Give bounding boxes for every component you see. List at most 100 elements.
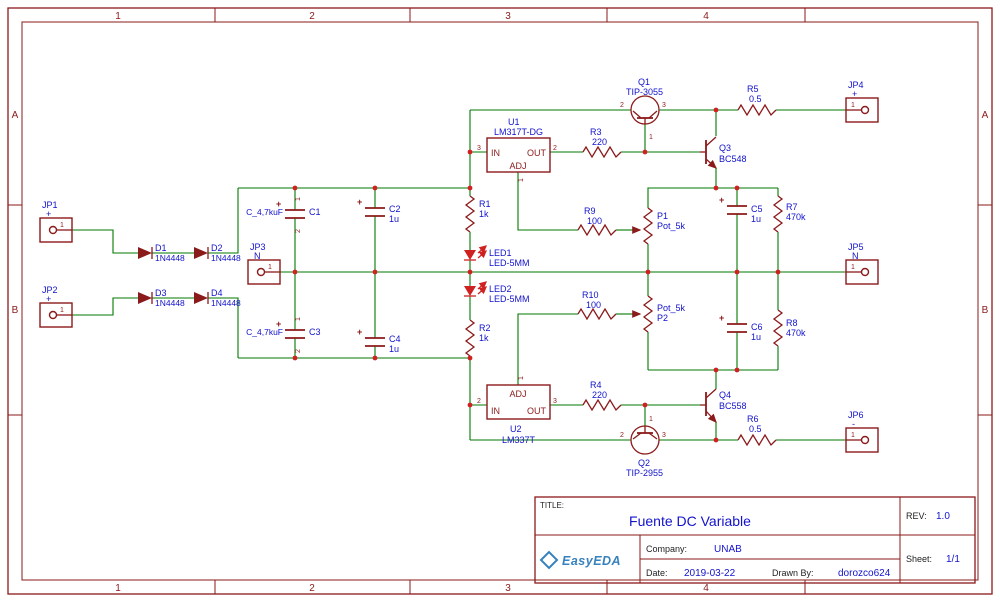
component-c4[interactable]: + C4 1u [357, 327, 401, 354]
ruler-col-label: 3 [505, 11, 511, 22]
r5-ref-label: R5 [747, 84, 759, 94]
c1-ref-label: C1 [309, 207, 321, 217]
q3-value-label: BC548 [719, 154, 747, 164]
c3-pin-number: 2 [295, 349, 302, 353]
component-jp5[interactable]: 1 JP5 N [845, 242, 879, 285]
d1-value-label: 1N4448 [155, 253, 185, 263]
component-u1[interactable]: IN OUT ADJ U1 LM317T-DG 3 2 1 [477, 117, 557, 182]
component-q1[interactable]: Q1 TIP-3055 2 3 1 [620, 77, 666, 141]
component-d1[interactable]: D1 1N4448 [138, 243, 185, 263]
component-q4[interactable]: Q4 BC558 [700, 388, 747, 423]
r4-ref-label: R4 [590, 380, 602, 390]
component-jp1[interactable]: 1 JP1 + [39, 200, 73, 243]
component-r8[interactable]: R8 470k [772, 309, 806, 347]
q3-ref-label: Q3 [719, 143, 731, 153]
d2-ref-label: D2 [211, 243, 223, 253]
component-c5[interactable]: + C5 1u [719, 195, 763, 224]
component-r10[interactable]: R10 100 [577, 290, 617, 321]
u1-pin-out-label: OUT [527, 148, 547, 158]
component-c3[interactable]: + C_4,7kuF C3 1 2 [246, 317, 320, 353]
easyeda-logo: EasyEDA [539, 550, 621, 570]
u2-pin-number: 3 [553, 398, 557, 405]
component-d3[interactable]: D3 1N4448 [138, 288, 185, 308]
q1-value-label: TIP-3055 [626, 87, 663, 97]
component-r9[interactable]: R9 100 [577, 206, 617, 237]
junction-dot [292, 355, 298, 361]
component-r7[interactable]: R7 470k [772, 195, 806, 233]
q1-ref-label: Q1 [638, 77, 650, 87]
p2-value-label: Pot_5k [657, 303, 686, 313]
component-led1[interactable]: LED1 LED-5MM [464, 245, 530, 268]
junction-dot [713, 437, 719, 443]
r7-ref-label: R7 [786, 202, 798, 212]
component-q2[interactable]: Q2 TIP-2955 2 3 1 [620, 416, 666, 478]
c5-polarity-mark: + [719, 195, 724, 205]
component-jp6[interactable]: 1 JP6 - [845, 410, 879, 453]
component-r2[interactable]: R2 1k [464, 319, 491, 357]
component-d4[interactable]: D4 1N4448 [194, 288, 241, 308]
u2-ref-label: U2 [510, 424, 522, 434]
r1-value-label: 1k [479, 209, 489, 219]
u1-pin-adj-label: ADJ [509, 161, 526, 171]
c6-value-label: 1u [751, 332, 761, 342]
component-p1[interactable]: P1 Pot_5k [632, 207, 686, 245]
d3-value-label: 1N4448 [155, 298, 185, 308]
component-led2[interactable]: LED2 LED-5MM [464, 281, 530, 304]
d2-value-label: 1N4448 [211, 253, 241, 263]
component-c2[interactable]: + C2 1u [357, 197, 401, 224]
component-r4[interactable]: R4 220 [582, 380, 622, 412]
r3-ref-label: R3 [590, 127, 602, 137]
c2-value-label: 1u [389, 214, 399, 224]
wire-bridge-neg [208, 297, 239, 358]
junction-dot [372, 269, 378, 275]
company-label: Company: [646, 544, 687, 554]
led1-ref-label: LED1 [489, 248, 512, 258]
q2-value-label: TIP-2955 [626, 468, 663, 478]
q2-pin-number: 1 [649, 416, 653, 423]
r9-ref-label: R9 [584, 206, 596, 216]
junction-dot [713, 107, 719, 113]
component-r6[interactable]: R6 0.5 [737, 414, 777, 447]
junction-dot [372, 185, 378, 191]
wire-bridge-pos [208, 188, 239, 254]
component-c1[interactable]: + C_4,7kuF C1 1 2 [246, 197, 320, 233]
q1-pin-number: 1 [649, 134, 653, 141]
component-r5[interactable]: R5 0.5 [737, 84, 777, 117]
c5-ref-label: C5 [751, 204, 763, 214]
sheet-value: 1/1 [946, 554, 960, 565]
wire-adj1 [517, 172, 578, 231]
r3-value-label: 220 [592, 137, 607, 147]
u1-pin-number: 3 [477, 145, 481, 152]
jp4-net-label: + [852, 89, 857, 99]
ruler-col-label: 3 [505, 583, 511, 594]
wire-jp1 [72, 229, 138, 254]
ruler-col-label: 2 [309, 11, 315, 22]
component-q3[interactable]: Q3 BC548 [700, 136, 747, 169]
c3-polarity-mark: + [276, 319, 281, 329]
component-jp2[interactable]: 1 JP2 + [39, 285, 73, 328]
date-label: Date: [646, 568, 668, 578]
component-u2[interactable]: ADJ IN OUT U2 LM337T 2 3 1 [477, 376, 557, 445]
sheet-title: Fuente DC Variable [629, 513, 751, 529]
jp2-pin-number: 1 [60, 307, 64, 314]
rev-label: REV: [906, 511, 927, 521]
component-r3[interactable]: R3 220 [582, 127, 622, 159]
jp5-net-label: N [852, 251, 859, 261]
ruler-row-label: B [982, 305, 989, 316]
p2-ref-label: P2 [657, 313, 668, 323]
component-d2[interactable]: D2 1N4448 [194, 243, 241, 263]
q2-ref-label: Q2 [638, 458, 650, 468]
title-label: TITLE: [540, 501, 564, 510]
jp2-ref-label: JP2 [42, 285, 58, 295]
jp1-net-label: + [46, 209, 51, 219]
c4-value-label: 1u [389, 344, 399, 354]
component-jp3[interactable]: 1 JP3 N [247, 242, 281, 285]
jp6-ref-label: JP6 [848, 410, 864, 420]
component-p2[interactable]: Pot_5k P2 [632, 295, 686, 333]
c1-polarity-mark: + [276, 199, 281, 209]
title-block: TITLE: Fuente DC Variable REV: 1.0 Compa… [534, 496, 976, 584]
component-jp4[interactable]: 1 JP4 + [845, 80, 879, 123]
component-r1[interactable]: R1 1k [464, 195, 491, 233]
component-c6[interactable]: + C6 1u [719, 313, 763, 342]
